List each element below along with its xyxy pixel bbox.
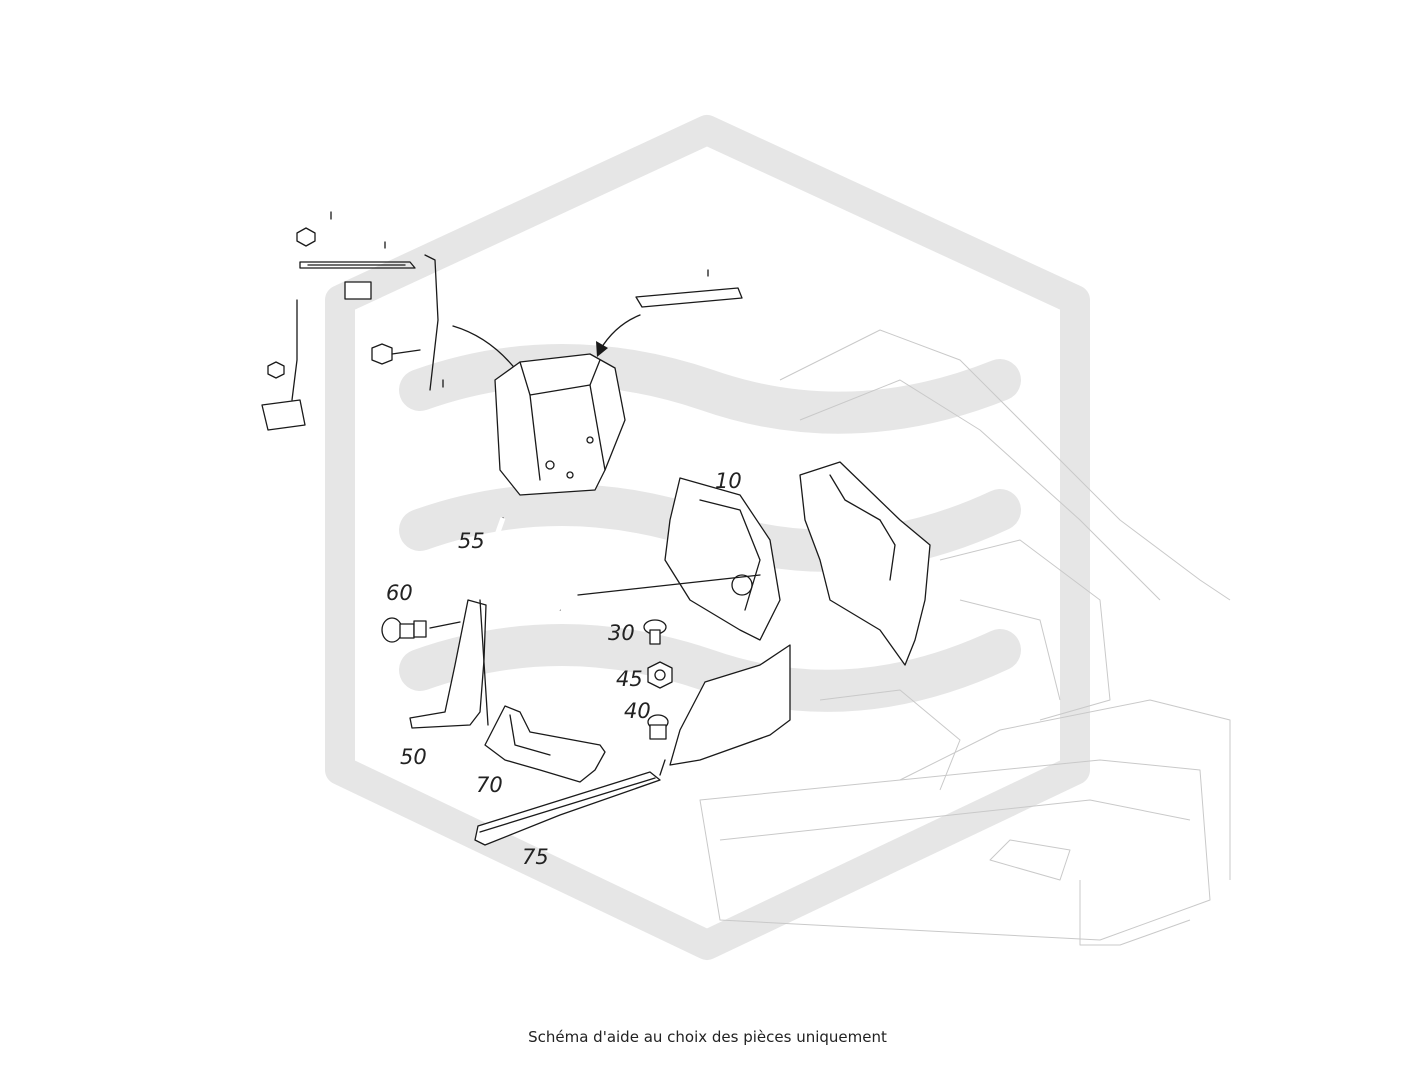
callout-40: 40	[624, 699, 651, 723]
part-55-rod	[485, 517, 761, 613]
battery-tray-bracket	[494, 353, 626, 496]
callout-75: 75	[522, 845, 549, 869]
part-10-side-panel	[799, 461, 931, 666]
vehicle-body-outline	[699, 329, 1231, 946]
fasteners	[643, 619, 673, 740]
callout-50: 50	[400, 745, 427, 769]
callout-30: 30	[608, 621, 635, 645]
part-75-rail	[474, 771, 661, 846]
part-10-battery-holder	[664, 477, 781, 641]
callout-55: 55	[458, 529, 485, 553]
sealing-strip	[635, 287, 743, 308]
part-60-bolt	[381, 617, 461, 643]
part-70-panel	[484, 705, 606, 783]
lower-bracket	[659, 644, 791, 776]
part-50-bracket	[409, 599, 489, 729]
callout-60: 60	[386, 581, 413, 605]
callout-70: 70	[476, 773, 503, 797]
callout-45: 45	[616, 667, 643, 691]
callout-10: 10	[715, 469, 742, 493]
diagram-disclaimer-caption: Schéma d'aide au choix des pièces unique…	[528, 1028, 887, 1046]
upper-mounting-hardware	[261, 211, 444, 431]
